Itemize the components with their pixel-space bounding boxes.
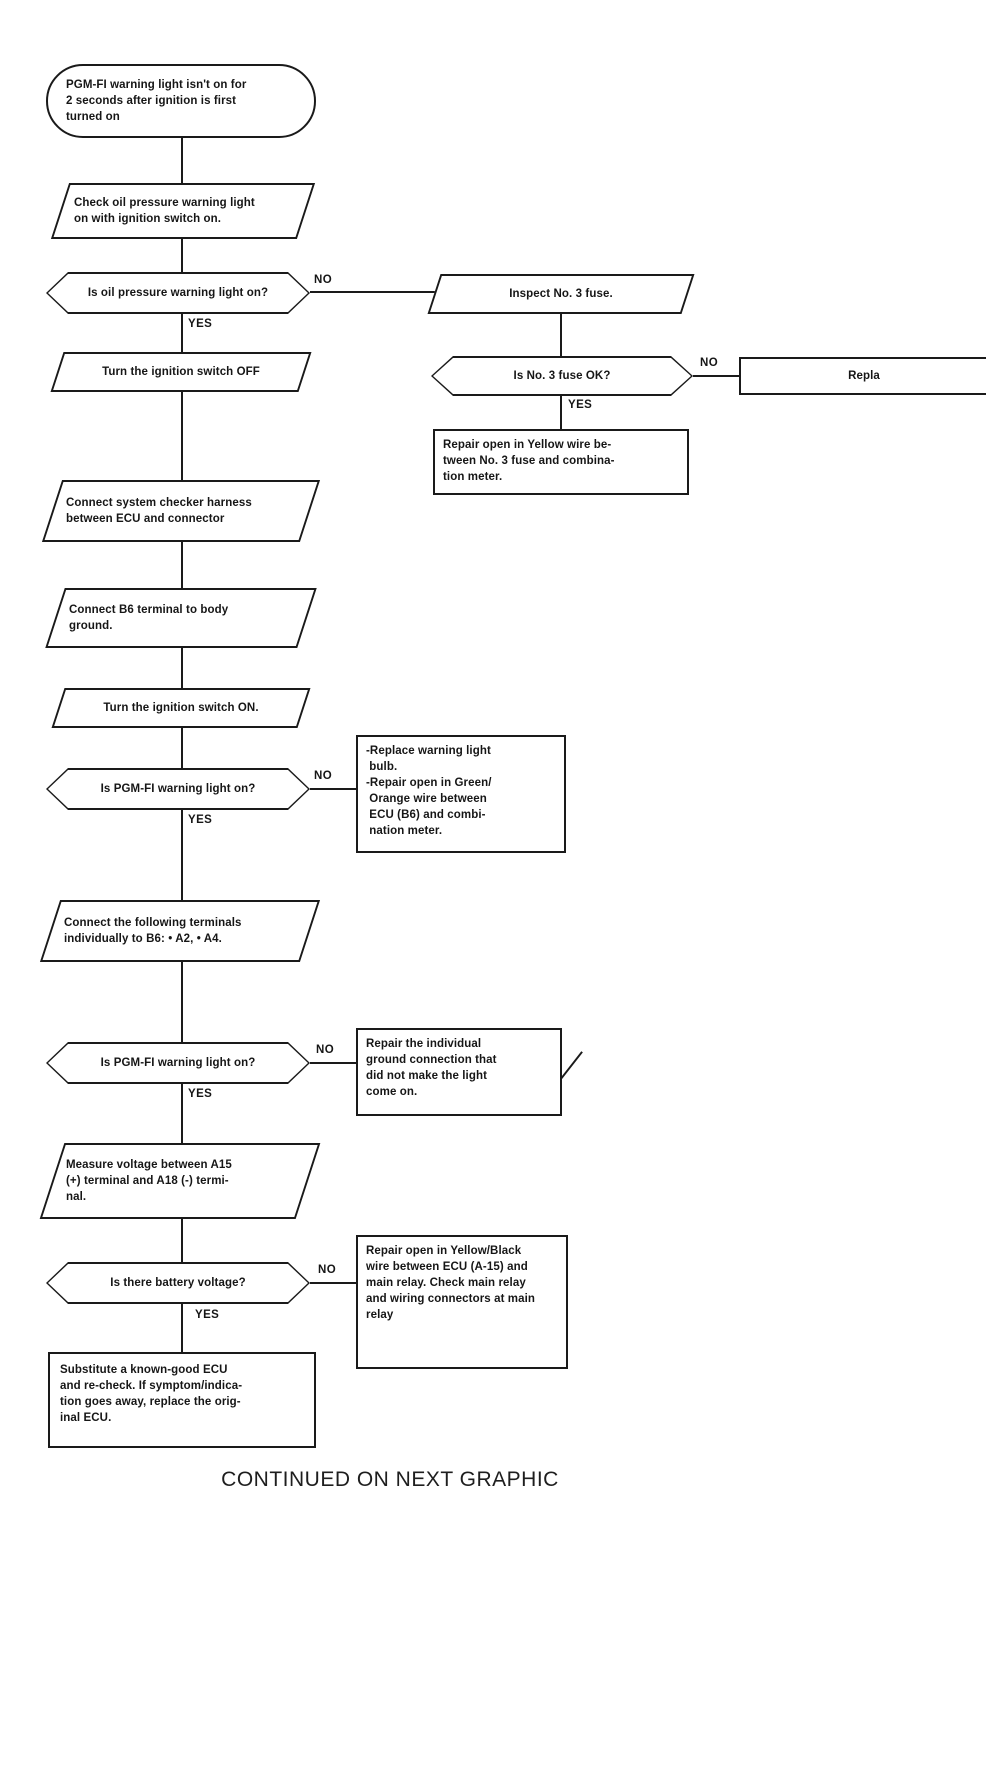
no-label: NO	[318, 1264, 337, 1276]
decision-fill	[48, 1044, 308, 1082]
decision-is-oil-light-on: Is oil pressure warning light on?	[46, 272, 310, 314]
decision-fill	[48, 1264, 308, 1302]
connector-line	[310, 1062, 357, 1064]
yes-label: YES	[195, 1309, 220, 1321]
process-check-oil-light: Check oil pressure warning light on with…	[50, 183, 316, 239]
connector-line	[560, 396, 562, 429]
decision-is-pgmfi-light-on-1-text: Is PGM-FI warning light on?	[100, 782, 256, 795]
decision-fill	[48, 274, 308, 312]
terminator-start: PGM-FI warning light isn't on for 2 seco…	[46, 64, 316, 138]
action-replace-bulb-repair-wire-text: -Replace warning light bulb. -Repair ope…	[366, 745, 492, 838]
connector-line	[560, 314, 562, 356]
action-substitute-ecu: Substitute a known-good ECU and re-check…	[48, 1352, 316, 1448]
connector-line	[181, 314, 183, 352]
decision-is-pgmfi-light-on-2-text: Is PGM-FI warning light on?	[100, 1056, 256, 1069]
decision-is-pgmfi-light-on-1: Is PGM-FI warning light on?	[46, 768, 310, 810]
terminator-start-text: PGM-FI warning light isn't on for 2 seco…	[66, 78, 247, 124]
yes-label: YES	[188, 814, 213, 826]
process-turn-ignition-on-text: Turn the ignition switch ON.	[103, 701, 259, 714]
process-measure-voltage: Measure voltage between A15 (+) terminal…	[39, 1143, 321, 1219]
process-connect-terminals-text: Connect the following terminals individu…	[64, 916, 242, 945]
yes-label: YES	[188, 1088, 213, 1100]
action-replace-fuse-cutoff: Repla	[739, 357, 986, 395]
decision-is-fuse-ok-text: Is No. 3 fuse OK?	[513, 369, 611, 382]
process-check-oil-light-text: Check oil pressure warning light on with…	[74, 196, 255, 225]
process-inspect-fuse: Inspect No. 3 fuse.	[427, 274, 695, 314]
action-repair-ground-connection-text: Repair the individual ground connection …	[366, 1038, 497, 1099]
continued-note: CONTINUED ON NEXT GRAPHIC	[221, 1468, 559, 1491]
action-replace-fuse-cutoff-text: Repla	[848, 369, 880, 382]
action-repair-yellow-black-wire: Repair open in Yellow/Black wire between…	[356, 1235, 568, 1369]
decision-is-fuse-ok: Is No. 3 fuse OK?	[431, 356, 693, 396]
action-repair-yellow-black-wire-text: Repair open in Yellow/Black wire between…	[366, 1245, 536, 1322]
connector-line	[181, 542, 183, 588]
action-substitute-ecu-text: Substitute a known-good ECU and re-check…	[60, 1364, 243, 1425]
connector-line	[181, 1219, 183, 1262]
process-connect-b6-ground: Connect B6 terminal to body ground.	[45, 588, 317, 648]
decision-fill	[48, 770, 308, 808]
connector-line	[181, 392, 183, 480]
connector-line	[181, 810, 183, 900]
stray-diagonal-mark	[559, 1051, 583, 1081]
no-label: NO	[314, 274, 333, 286]
process-turn-ignition-on: Turn the ignition switch ON.	[51, 688, 311, 728]
process-connect-checker-harness-text: Connect system checker harness between E…	[66, 496, 252, 525]
connector-line	[693, 375, 739, 377]
no-label: NO	[314, 770, 333, 782]
action-replace-bulb-repair-wire: -Replace warning light bulb. -Repair ope…	[356, 735, 566, 853]
process-connect-b6-ground-text: Connect B6 terminal to body ground.	[69, 603, 229, 632]
process-inspect-fuse-text: Inspect No. 3 fuse.	[509, 287, 613, 300]
connector-line	[181, 138, 183, 183]
connector-line	[310, 788, 357, 790]
yes-label: YES	[568, 399, 593, 411]
connector-line	[181, 1304, 183, 1352]
connector-line	[310, 1282, 357, 1284]
decision-fill	[433, 358, 691, 394]
action-repair-yellow-wire: Repair open in Yellow wire be- tween No.…	[433, 429, 689, 495]
process-turn-ignition-off: Turn the ignition switch OFF	[50, 352, 312, 392]
action-repair-yellow-wire-text: Repair open in Yellow wire be- tween No.…	[443, 439, 615, 484]
decision-is-battery-voltage-text: Is there battery voltage?	[110, 1276, 246, 1289]
process-measure-voltage-text: Measure voltage between A15 (+) terminal…	[66, 1158, 232, 1204]
connector-line	[181, 962, 183, 1042]
yes-label: YES	[188, 318, 213, 330]
decision-is-battery-voltage: Is there battery voltage?	[46, 1262, 310, 1304]
decision-is-pgmfi-light-on-2: Is PGM-FI warning light on?	[46, 1042, 310, 1084]
connector-line	[181, 239, 183, 272]
action-repair-ground-connection: Repair the individual ground connection …	[356, 1028, 562, 1116]
no-label: NO	[700, 357, 719, 369]
connector-line	[181, 728, 183, 768]
process-turn-ignition-off-text: Turn the ignition switch OFF	[102, 365, 260, 378]
connector-line	[310, 291, 446, 293]
process-connect-checker-harness: Connect system checker harness between E…	[41, 480, 321, 542]
process-connect-terminals: Connect the following terminals individu…	[39, 900, 321, 962]
connector-line	[181, 1084, 183, 1143]
no-label: NO	[316, 1044, 335, 1056]
connector-line	[181, 648, 183, 688]
decision-is-oil-light-on-text: Is oil pressure warning light on?	[87, 286, 269, 299]
